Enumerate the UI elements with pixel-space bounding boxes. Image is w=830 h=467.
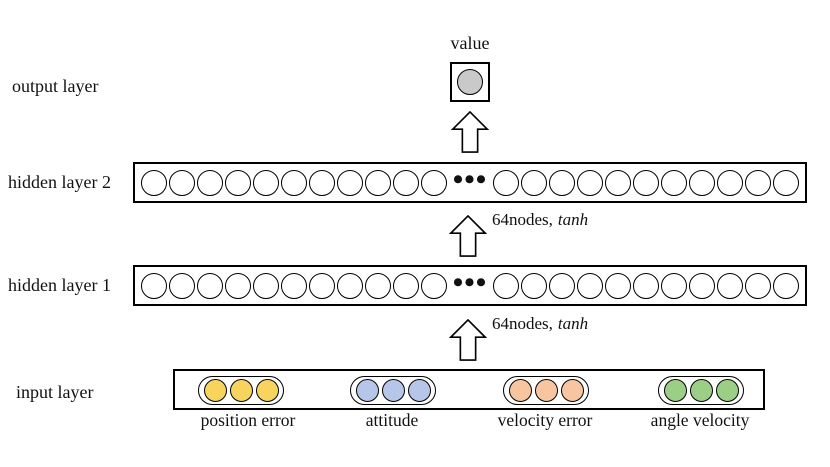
input-node — [508, 379, 532, 402]
hidden-node — [337, 169, 363, 196]
hidden-node — [604, 272, 631, 299]
input-node — [689, 379, 713, 402]
nodes-count-text: 64nodes, — [492, 210, 553, 229]
input-node — [407, 379, 431, 402]
input-node — [381, 379, 405, 402]
ellipsis-dots: ••• — [452, 162, 488, 196]
hidden-node — [548, 169, 575, 196]
hidden-node — [169, 169, 195, 196]
hidden-node — [197, 272, 223, 299]
hidden-node — [337, 272, 363, 299]
hidden-node — [632, 272, 659, 299]
input-node — [715, 379, 739, 402]
hidden-node — [520, 169, 547, 196]
group-label-position-error: position error — [200, 410, 296, 430]
group-label-attitude: attitude — [365, 410, 419, 430]
hidden-node — [576, 272, 603, 299]
hidden-node — [309, 169, 335, 196]
input-node — [560, 379, 584, 402]
hidden-node — [281, 169, 307, 196]
input-node — [229, 379, 253, 402]
hidden-node — [660, 169, 687, 196]
hidden-node-run — [492, 272, 799, 299]
input-node — [534, 379, 558, 402]
hidden2-activation-annotation: 64nodes,tanh — [492, 210, 588, 230]
hidden-node — [632, 169, 659, 196]
hidden-node — [421, 169, 447, 196]
hidden-node — [365, 169, 391, 196]
input-group-velocity-error — [503, 376, 589, 405]
hidden-node — [393, 272, 419, 299]
input-group-attitude — [350, 376, 436, 405]
hidden-node — [421, 272, 447, 299]
hidden-node — [716, 272, 743, 299]
hidden-node — [253, 169, 279, 196]
value-node-label: value — [450, 33, 490, 53]
hidden-layer-1-label: hidden layer 1 — [8, 275, 111, 295]
input-node — [663, 379, 687, 402]
up-arrow-icon — [449, 319, 487, 361]
output-layer-label: output layer — [12, 76, 99, 96]
input-node — [203, 379, 227, 402]
hidden-node — [772, 272, 799, 299]
up-arrow-icon — [451, 111, 489, 153]
input-group-angle-velocity — [658, 376, 744, 405]
hidden-node — [716, 169, 743, 196]
hidden-node — [688, 272, 715, 299]
hidden-layer-2-label: hidden layer 2 — [8, 172, 111, 192]
hidden-node — [253, 272, 279, 299]
input-node — [255, 379, 279, 402]
hidden-node — [309, 272, 335, 299]
hidden-node — [141, 169, 167, 196]
hidden-node — [548, 272, 575, 299]
activation-fn-text: tanh — [557, 314, 589, 333]
hidden-node — [520, 272, 547, 299]
hidden-node — [393, 169, 419, 196]
hidden-node — [197, 169, 223, 196]
input-group-position-error — [198, 376, 284, 405]
hidden-node — [744, 169, 771, 196]
hidden-node — [660, 272, 687, 299]
hidden-node — [141, 272, 167, 299]
hidden-node — [576, 169, 603, 196]
hidden-node — [688, 169, 715, 196]
hidden-node — [492, 272, 519, 299]
output-node-box — [450, 62, 490, 102]
hidden-node — [281, 272, 307, 299]
hidden-node — [492, 169, 519, 196]
ellipsis-dots: ••• — [452, 265, 488, 299]
input-layer-box — [173, 369, 765, 410]
hidden-node-run — [141, 272, 447, 299]
hidden-node — [604, 169, 631, 196]
input-node — [355, 379, 379, 402]
hidden-node-run — [492, 169, 799, 196]
hidden1-activation-annotation: 64nodes,tanh — [492, 314, 588, 334]
hidden-node — [744, 272, 771, 299]
hidden-node — [225, 169, 251, 196]
hidden-node — [365, 272, 391, 299]
hidden-node — [169, 272, 195, 299]
hidden-node — [772, 169, 799, 196]
input-layer-label: input layer — [16, 382, 94, 402]
activation-fn-text: tanh — [557, 210, 589, 229]
hidden-node — [225, 272, 251, 299]
group-label-angle-velocity: angle velocity — [650, 410, 750, 430]
output-node — [457, 69, 483, 95]
nodes-count-text: 64nodes, — [492, 314, 553, 333]
hidden-node-run — [141, 169, 447, 196]
hidden-layer-1-box: ••• — [133, 265, 807, 306]
group-label-velocity-error: velocity error — [497, 410, 593, 430]
up-arrow-icon — [449, 215, 487, 257]
hidden-layer-2-box: ••• — [133, 162, 807, 203]
